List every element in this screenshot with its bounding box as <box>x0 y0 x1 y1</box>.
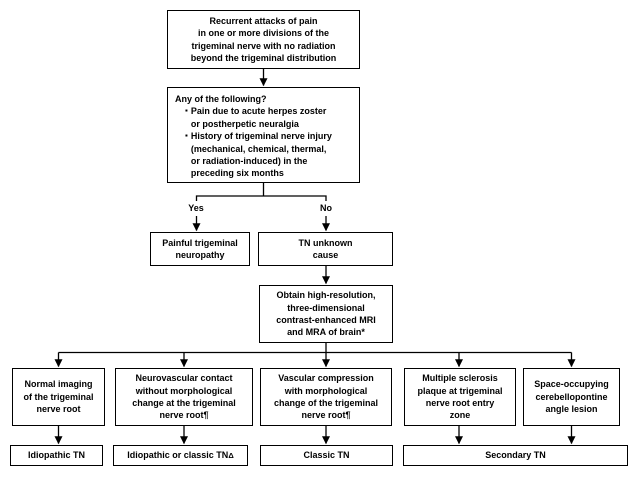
finding-1-text: Normal imaging of the trigeminal nerve r… <box>23 379 94 415</box>
screening-bullet-2-text: History of trigeminal nerve injury (mech… <box>190 131 332 179</box>
screening-bullet-1-text: Pain due to acute herpes zoster or posth… <box>190 106 327 129</box>
flow-box-finding-vascular-compression: Vascular compression with morphological … <box>260 368 392 426</box>
flow-box-diagnosis-classic-tn: Classic TN <box>260 445 393 466</box>
flow-box-finding-normal-imaging: Normal imaging of the trigeminal nerve r… <box>12 368 105 426</box>
branch-label-no: No <box>320 203 332 213</box>
imaging-text: Obtain high-resolution, three-dimensiona… <box>276 290 376 338</box>
screening-intro: Any of the following? <box>175 94 267 104</box>
flow-box-imaging: Obtain high-resolution, three-dimensiona… <box>259 285 393 343</box>
bullet-icon: ▪ <box>185 131 188 141</box>
presentation-text: Recurrent attacks of pain in one or more… <box>190 15 337 63</box>
connector-yes-no-bracket <box>195 195 327 201</box>
diagnosis-idiopathic-text: Idiopathic TN <box>28 450 85 461</box>
diagnosis-idiopathic-or-classic-text: Idiopathic or classic TN <box>127 450 229 461</box>
screening-bullet-1: ▪ Pain due to acute herpes zoster or pos… <box>185 105 326 130</box>
flow-box-presentation: Recurrent attacks of pain in one or more… <box>167 10 360 69</box>
tn-unknown-cause-text: TN unknown cause <box>298 237 353 260</box>
finding-3-text: Vascular compression with morphological … <box>273 373 378 421</box>
finding-4-text: Multiple sclerosis plaque at trigeminal … <box>417 373 503 421</box>
finding-5-text: Space-occupying cerebellopontine angle l… <box>534 379 609 415</box>
flow-box-screening: Any of the following? ▪ Pain due to acut… <box>167 87 360 183</box>
screening-bullet-2: ▪ History of trigeminal nerve injury (me… <box>185 130 332 180</box>
finding-2-text: Neurovascular contact without morphologi… <box>132 373 236 421</box>
flow-box-diagnosis-secondary-tn: Secondary TN <box>403 445 628 466</box>
flow-box-finding-ms-plaque: Multiple sclerosis plaque at trigeminal … <box>404 368 516 426</box>
bullet-icon: ▪ <box>185 106 188 116</box>
painful-neuropathy-text: Painful trigeminal neuropathy <box>162 237 238 260</box>
flow-box-finding-neurovascular-contact: Neurovascular contact without morphologi… <box>115 368 253 426</box>
flow-box-tn-unknown-cause: TN unknown cause <box>258 232 393 266</box>
diagnosis-secondary-text: Secondary TN <box>485 450 546 461</box>
branch-label-yes: Yes <box>188 203 204 213</box>
flow-box-diagnosis-idiopathic-tn: Idiopathic TN <box>10 445 103 466</box>
diagnosis-classic-text: Classic TN <box>303 450 350 461</box>
flow-box-finding-space-occupying-lesion: Space-occupying cerebellopontine angle l… <box>523 368 620 426</box>
flow-box-painful-trigeminal-neuropathy: Painful trigeminal neuropathy <box>150 232 250 266</box>
